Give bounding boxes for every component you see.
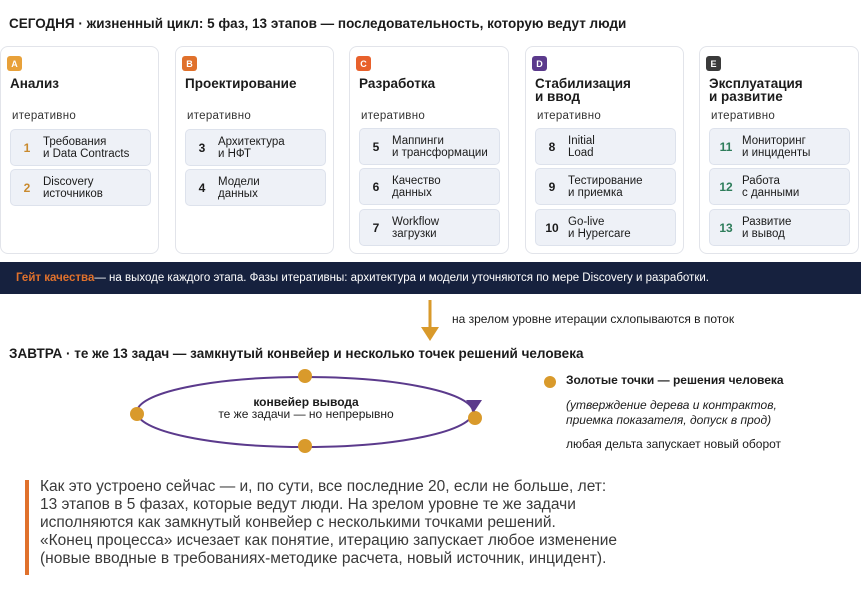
stage-label: Требования и Data Contracts: [43, 135, 130, 160]
phase-name: Анализ: [10, 76, 59, 91]
tomorrow-title: ЗАВТРА · те же 13 задач — замкнутый конв…: [9, 346, 584, 361]
stage-number: 1: [23, 140, 31, 155]
stage-label: Качество данных: [392, 174, 441, 199]
stage-card: 11 Мониторинг и инциденты: [709, 128, 850, 165]
loop-title: конвейер вывода: [253, 395, 359, 409]
phase-badge: E: [706, 56, 721, 71]
stage-number: 8: [548, 139, 556, 154]
stage-label: Развитие и вывод: [742, 215, 792, 240]
stage-card: 10 Go-live и Hypercare: [535, 209, 676, 246]
phase-iterative-label: итеративно: [187, 110, 252, 122]
stage-label: Initial Load: [568, 134, 595, 159]
stage-number: 12: [719, 179, 733, 194]
legend-detail: (утверждение дерева и контрактов, приемк…: [566, 398, 777, 427]
down-arrow-icon: [421, 300, 439, 341]
quality-gate-banner: Гейт качества — на выходе каждого этапа.…: [0, 262, 861, 294]
stage-card: 8 Initial Load: [535, 128, 676, 165]
stage-card: 6 Качество данных: [359, 168, 500, 205]
stage-card: 13 Развитие и вывод: [709, 209, 850, 246]
phase-badge: A: [7, 56, 22, 71]
today-title: СЕГОДНЯ · жизненный цикл: 5 фаз, 13 этап…: [9, 16, 627, 31]
stage-label: Тестирование и приемка: [568, 174, 643, 199]
stage-number: 10: [545, 220, 559, 235]
stage-card: 9 Тестирование и приемка: [535, 168, 676, 205]
quote-accent-bar: [25, 480, 29, 575]
stage-card: 5 Маппинги и трансформации: [359, 128, 500, 165]
decision-point-dot: [130, 407, 144, 421]
stage-card: 2 Discovery источников: [10, 169, 151, 206]
stage-label: Go-live и Hypercare: [568, 215, 631, 240]
gold-dot-icon: [544, 376, 556, 388]
stage-number: 3: [198, 140, 206, 155]
phase-iterative-label: итеративно: [711, 110, 776, 122]
stage-label: Работа с данными: [742, 174, 800, 199]
stage-label: Discovery источников: [43, 175, 103, 200]
phase-card-stabilization: D Стабилизация и ввод итеративно 8 Initi…: [525, 46, 684, 254]
phase-iterative-label: итеративно: [12, 110, 77, 122]
phase-badge: B: [182, 56, 197, 71]
conveyor-loop-diagram: [130, 369, 482, 453]
quality-gate-label: Гейт качества: [16, 272, 95, 284]
stage-number: 6: [372, 179, 380, 194]
stage-number: 2: [23, 180, 31, 195]
stage-card: 4 Модели данных: [185, 169, 326, 206]
phase-iterative-label: итеративно: [537, 110, 602, 122]
stage-label: Мониторинг и инциденты: [742, 134, 811, 159]
quality-gate-text: — на выходе каждого этапа. Фазы итератив…: [94, 272, 709, 284]
phase-iterative-label: итеративно: [361, 110, 426, 122]
summary-quote: Как это устроено сейчас — и, по сути, вс…: [40, 478, 618, 567]
stage-card: 3 Архитектура и НФТ: [185, 129, 326, 166]
stage-card: 1 Требования и Data Contracts: [10, 129, 151, 166]
decision-point-dot: [298, 369, 312, 383]
stage-label: Архитектура и НФТ: [218, 135, 285, 160]
phase-card-development: C Разработка итеративно 5 Маппинги и тра…: [349, 46, 509, 254]
decision-point-dot: [298, 439, 312, 453]
phase-name: Проектирование: [185, 76, 297, 91]
stage-number: 13: [719, 220, 733, 235]
legend-title: Золотые точки — решения человека: [566, 373, 784, 387]
decision-point-dot: [468, 411, 482, 425]
phase-name: Разработка: [359, 76, 436, 91]
phase-badge: D: [532, 56, 547, 71]
stage-number: 9: [548, 179, 556, 194]
stage-number: 5: [372, 139, 380, 154]
loop-direction-arrow: [466, 400, 482, 412]
legend-trigger-note: любая дельта запускает новый оборот: [566, 437, 782, 451]
loop-subtitle: те же задачи — но непрерывно: [218, 407, 394, 421]
stage-card: 12 Работа с данными: [709, 168, 850, 205]
phase-name: Эксплуатация и развитие: [709, 76, 803, 104]
stage-card: 7 Workflow загрузки: [359, 209, 500, 246]
phase-card-design: B Проектирование итеративно 3 Архитектур…: [175, 46, 334, 254]
phase-card-operation: E Эксплуатация и развитие итеративно 11 …: [699, 46, 859, 254]
stage-label: Workflow загрузки: [392, 215, 440, 240]
stage-label: Маппинги и трансформации: [392, 134, 488, 159]
stage-number: 11: [719, 139, 733, 154]
stage-label: Модели данных: [218, 175, 260, 200]
arrow-note: на зрелом уровне итерации схлопываются в…: [452, 312, 735, 326]
phase-name: Стабилизация и ввод: [535, 76, 631, 104]
phase-card-analysis: A Анализ итеративно 1 Требования и Data …: [0, 46, 159, 254]
stage-number: 4: [198, 180, 206, 195]
phase-badge: C: [356, 56, 371, 71]
stage-number: 7: [372, 220, 380, 235]
